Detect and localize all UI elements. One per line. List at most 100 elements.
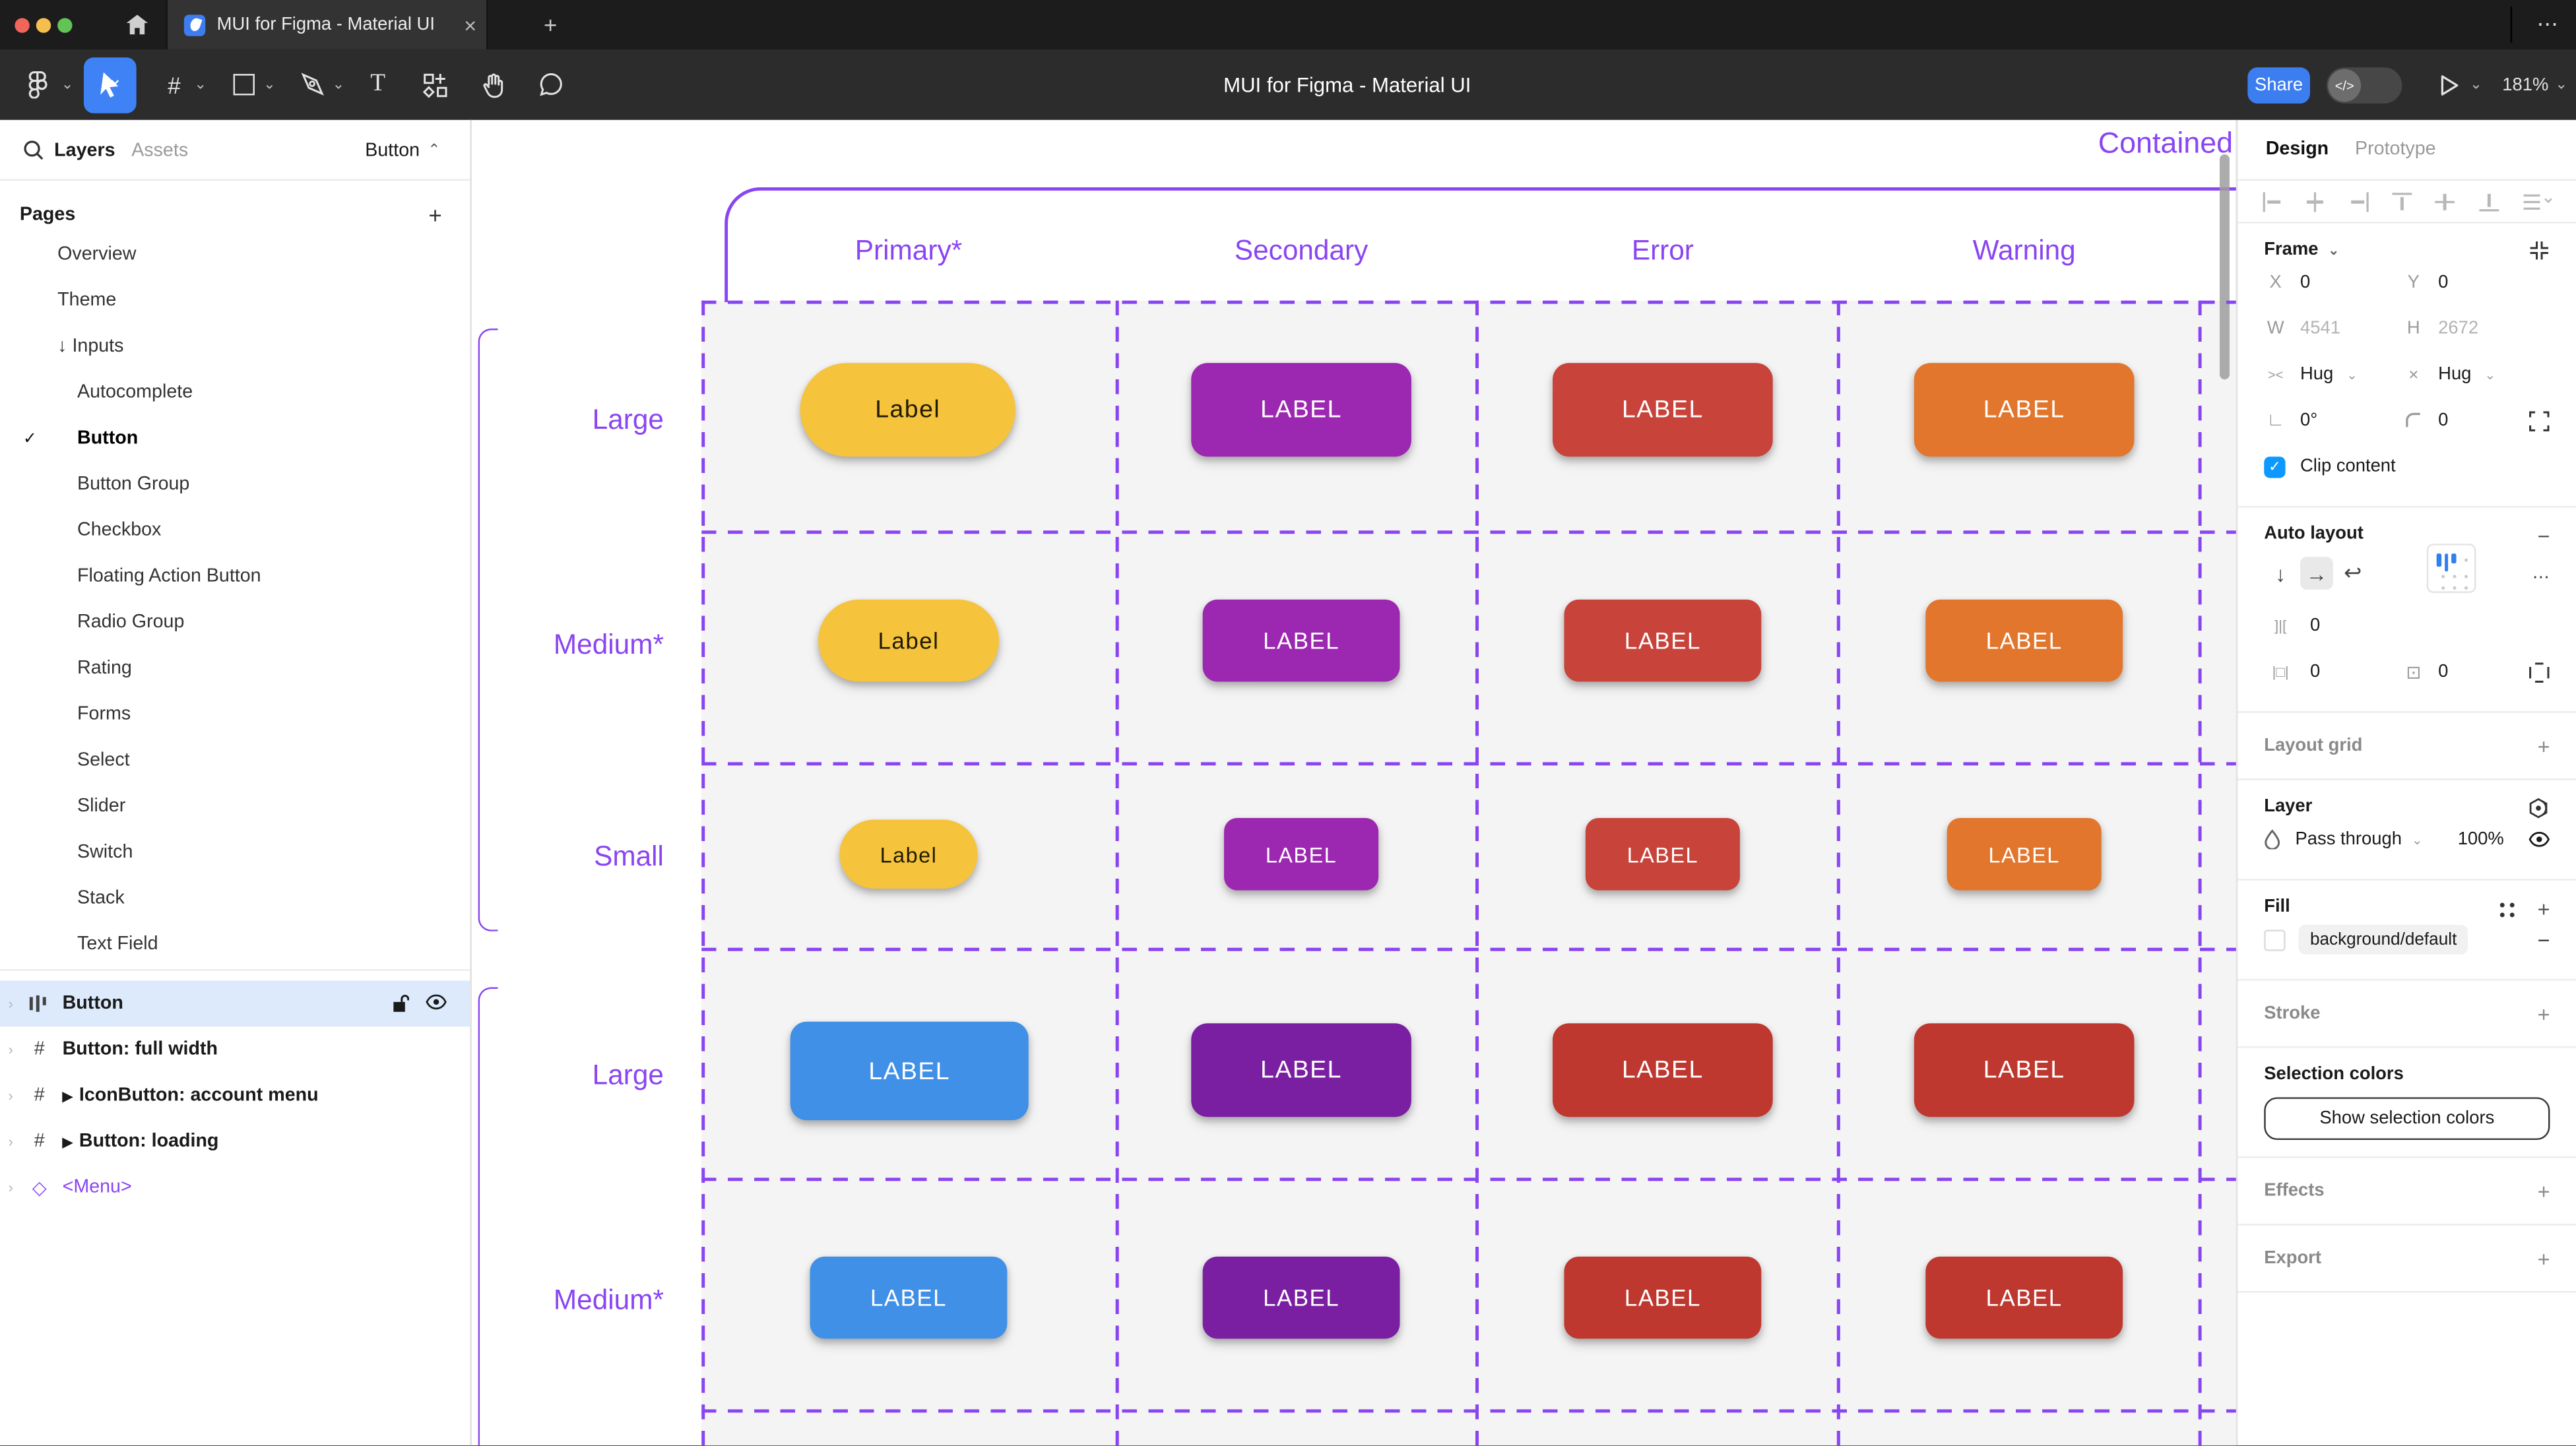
tab-design[interactable]: Design [2265,139,2329,160]
sidebar-item-theme[interactable]: Theme [57,290,117,311]
chevron-down-icon[interactable]: ⌄ [2328,242,2340,257]
horizontal-padding-field[interactable]: |□|0 [2264,662,2402,681]
independent-corners-icon[interactable] [2528,410,2550,431]
expand-chevron-icon[interactable]: › [8,1133,13,1150]
layer-row-button[interactable]: › Button [0,980,470,1027]
column-header[interactable]: Error [1631,235,1694,267]
expand-chevron-icon[interactable]: › [8,995,13,1012]
corner-radius-field[interactable]: 0 [2402,411,2540,430]
sidebar-item-button[interactable]: ✓Button [22,428,139,449]
row-label[interactable]: Small [594,840,664,873]
add-effect-icon[interactable]: + [2537,1179,2550,1205]
text-tool-button[interactable]: T [370,71,386,97]
hand-tool-button[interactable] [475,49,511,120]
blend-mode-value[interactable]: Pass through [2295,829,2402,850]
canvas-button[interactable]: LABEL [1564,599,1762,682]
window-close-button[interactable] [15,17,30,32]
vertical-resizing-field[interactable]: ✕Hug⌄ [2402,365,2540,385]
column-header[interactable]: Primary* [854,235,963,267]
shape-tool-button[interactable] [227,49,260,120]
share-button[interactable]: Share [2247,67,2310,104]
horizontal-resizing-field[interactable]: ><Hug⌄ [2264,365,2402,385]
alignment-matrix[interactable] [2426,544,2476,593]
tab-close-icon[interactable]: × [464,12,477,38]
present-button[interactable] [2435,49,2464,120]
sidebar-item-inputs[interactable]: ↓ Inputs [57,336,124,357]
canvas-button[interactable]: LABEL [1925,599,2123,682]
add-stroke-icon[interactable]: + [2537,1001,2550,1027]
window-minimize-button[interactable] [36,17,51,32]
add-page-button[interactable]: + [428,202,442,229]
align-bottom-icon[interactable] [2477,190,2500,213]
styles-icon[interactable] [2498,899,2518,919]
expand-chevron-icon[interactable]: › [8,1179,13,1196]
layer-row-button-loading[interactable]: › # ▶Button: loading [8,1131,219,1152]
canvas-button[interactable]: LABEL [810,1256,1008,1339]
main-menu-button[interactable] [16,49,59,120]
new-tab-button[interactable]: + [543,11,558,38]
canvas-button[interactable]: LABEL [1925,1256,2123,1339]
align-right-icon[interactable] [2347,190,2370,213]
add-layout-grid-icon[interactable]: + [2537,734,2550,759]
layout-wrap-icon[interactable]: ↩ [2344,560,2362,585]
canvas-button[interactable]: LABEL [790,1021,1029,1121]
vertical-padding-field[interactable]: ⊡0 [2402,661,2540,682]
dev-mode-toggle[interactable]: </> [2326,67,2402,104]
move-tool-selected[interactable] [83,56,137,113]
add-export-icon[interactable]: + [2537,1246,2550,1272]
sidebar-item-text-field[interactable]: Text Field [77,934,158,955]
align-top-icon[interactable] [2391,190,2414,213]
sidebar-item-radio-group[interactable]: Radio Group [77,612,185,633]
sidebar-item-fab[interactable]: Floating Action Button [77,567,261,586]
file-tab[interactable]: MUI for Figma - Material UI × [166,0,488,49]
layer-row-button-full-width[interactable]: › # Button: full width [8,1040,218,1060]
canvas-scrollbar[interactable] [2219,154,2230,380]
eye-icon[interactable] [426,993,447,1013]
align-left-icon[interactable] [2261,190,2284,213]
shape-tool-chevron-icon[interactable]: ⌄ [263,75,276,92]
align-h-center-icon[interactable] [2304,190,2327,213]
comment-tool-button[interactable] [532,49,569,120]
canvas-button[interactable]: LABEL [1914,1023,2135,1117]
tab-prototype[interactable]: Prototype [2355,139,2436,160]
sidebar-item-select[interactable]: Select [77,750,130,770]
distribute-icon[interactable] [2521,190,2554,213]
canvas-button[interactable]: LABEL [1585,818,1740,891]
sidebar-item-overview[interactable]: Overview [57,245,137,265]
frame-name-label[interactable]: Contained [2098,126,2234,160]
canvas-button[interactable]: LABEL [1947,818,2102,891]
sidebar-item-autocomplete[interactable]: Autocomplete [77,383,193,403]
individual-padding-icon[interactable] [2528,661,2550,682]
pen-tool-button[interactable] [296,49,329,120]
page-selector[interactable]: Button ⌃ [365,120,440,181]
file-title[interactable]: MUI for Figma - Material UI [1223,73,1471,96]
pen-tool-chevron-icon[interactable]: ⌄ [332,75,345,92]
layer-row-menu-instance[interactable]: › ◇ <Menu> [0,1164,470,1210]
main-menu-chevron-icon[interactable]: ⌄ [61,75,74,92]
layer-row-iconbutton-account-menu[interactable]: › # ▶IconButton: account menu [8,1085,319,1106]
canvas-button[interactable]: Label [818,599,999,682]
present-chevron-icon[interactable]: ⌄ [2470,75,2482,92]
column-header[interactable]: Warning [1972,235,2076,267]
layout-horizontal-icon[interactable]: → [2300,557,2333,590]
blend-mode-icon[interactable] [2527,797,2550,820]
expand-chevron-icon[interactable]: › [8,1087,13,1104]
row-label[interactable]: Medium* [553,629,664,660]
row-label[interactable]: Large [592,404,664,435]
rotation-field[interactable]: ∟0° [2264,411,2402,431]
search-icon[interactable] [23,140,44,161]
sidebar-item-forms[interactable]: Forms [77,705,131,725]
window-menu-icon[interactable]: ⋯ [2536,11,2560,36]
sidebar-item-switch[interactable]: Switch [77,842,133,863]
tab-layers[interactable]: Layers [54,140,115,160]
sidebar-item-slider[interactable]: Slider [77,796,126,817]
frame-tool-button[interactable]: # [168,71,181,98]
canvas-button[interactable]: LABEL [1553,363,1773,457]
collapse-panel-icon[interactable] [2528,240,2550,261]
remove-auto-layout-icon[interactable]: − [2537,524,2550,549]
show-selection-colors-button[interactable]: Show selection colors [2264,1097,2550,1141]
design-canvas[interactable]: Contained Primary* Secondary Error Warni… [471,119,2236,1446]
